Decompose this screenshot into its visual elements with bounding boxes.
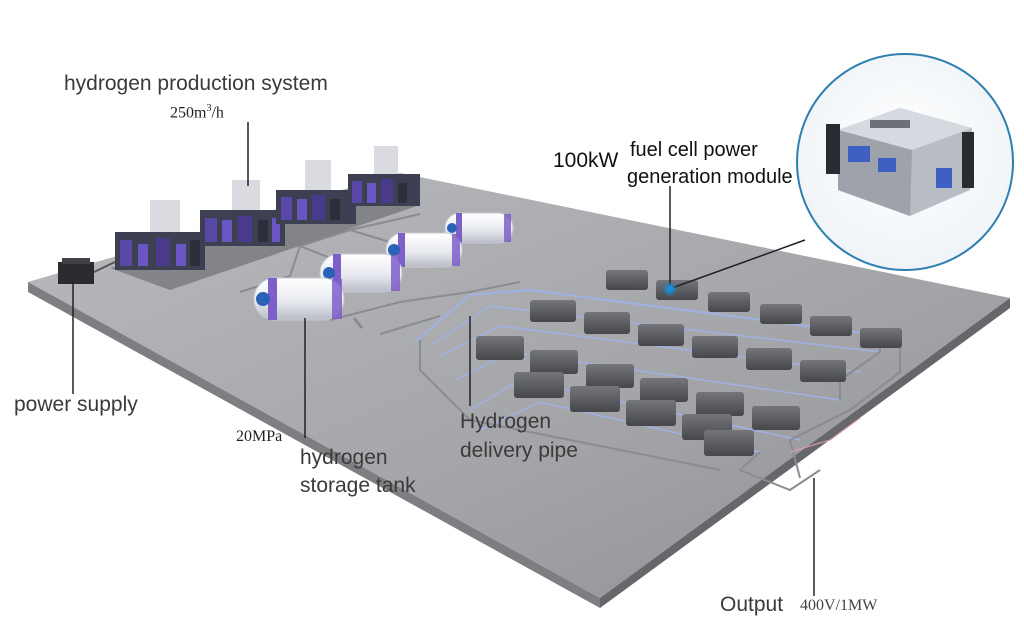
production-rate-unit: /h xyxy=(211,104,224,122)
hydrogen-delivery-pipe-label-line2: delivery pipe xyxy=(460,439,578,462)
hydrogen-storage-tanks xyxy=(253,212,514,329)
leader-lines xyxy=(72,122,815,596)
hydrogen-storage-tank-label-line2: storage tank xyxy=(300,474,416,497)
fuel-cell-module-label-line2: generation module xyxy=(627,166,793,188)
power-supply-label: power supply xyxy=(14,393,138,416)
fuel-cell-marker xyxy=(663,282,677,296)
output-label: Output xyxy=(720,593,784,616)
module-power-label: 100kW xyxy=(553,149,619,172)
tank xyxy=(253,277,345,321)
production-rate-label: 250m3/h xyxy=(170,103,224,122)
hydrogen-delivery-pipe-label-line1: Hydrogen xyxy=(460,410,552,433)
hydrogen-storage-tank-label-line1: hydrogen xyxy=(300,446,388,469)
hydrogen-production-system-label: hydrogen production system xyxy=(64,72,328,95)
storage-pressure-label: 20MPa xyxy=(236,428,283,445)
fuel-cell-module-label-line1: fuel cell power xyxy=(630,139,758,161)
production-rate-value: 250m xyxy=(170,104,207,122)
output-value-label: 400V/1MW xyxy=(800,597,878,614)
fuel-cell-inset xyxy=(796,53,1014,271)
production-rate-exponent: 3 xyxy=(206,103,212,114)
tank xyxy=(385,232,463,268)
hydrogen-production-machines xyxy=(110,146,420,290)
tank xyxy=(444,212,514,244)
power-supply-unit xyxy=(58,258,116,284)
fuel-cell-modules xyxy=(476,270,902,456)
